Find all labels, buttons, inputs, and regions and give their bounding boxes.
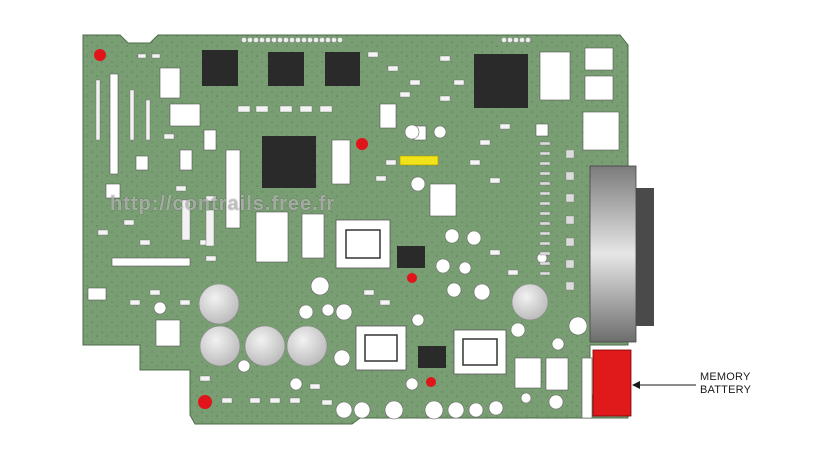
ic-chip xyxy=(268,52,304,86)
ic-chip xyxy=(202,50,238,86)
arrow-left-icon xyxy=(632,381,640,389)
red-dot-marker xyxy=(198,395,212,409)
edge-connector xyxy=(589,165,654,343)
ic-chip xyxy=(418,346,446,368)
ic-chip xyxy=(262,136,316,188)
battery-label-line1: MEMORY xyxy=(700,371,751,383)
small-capacitor-group xyxy=(153,124,588,420)
component-group xyxy=(87,47,620,419)
ic-chip xyxy=(325,52,360,86)
red-dot-marker-group xyxy=(94,49,436,409)
smd-component-group xyxy=(97,51,519,406)
red-dot-marker xyxy=(426,377,436,387)
transformer xyxy=(355,325,407,371)
pin-row-group xyxy=(539,141,575,291)
ic-chip xyxy=(397,246,425,268)
ic-chip xyxy=(474,54,528,108)
battery-label: MEMORY BATTERY xyxy=(700,371,790,397)
red-dot-marker xyxy=(356,138,368,150)
transformer xyxy=(335,219,391,269)
watermark: http://contrails.free.fr xyxy=(110,193,336,215)
header-strip xyxy=(241,37,531,43)
red-dot-marker xyxy=(407,273,417,283)
capacitor-group xyxy=(198,283,549,367)
resistor-array xyxy=(95,79,215,247)
transformer xyxy=(453,329,507,375)
battery-label-line2: BATTERY xyxy=(700,384,752,396)
memory-battery xyxy=(592,349,632,417)
red-dot-marker xyxy=(94,49,106,61)
highlighted-component xyxy=(399,155,439,166)
